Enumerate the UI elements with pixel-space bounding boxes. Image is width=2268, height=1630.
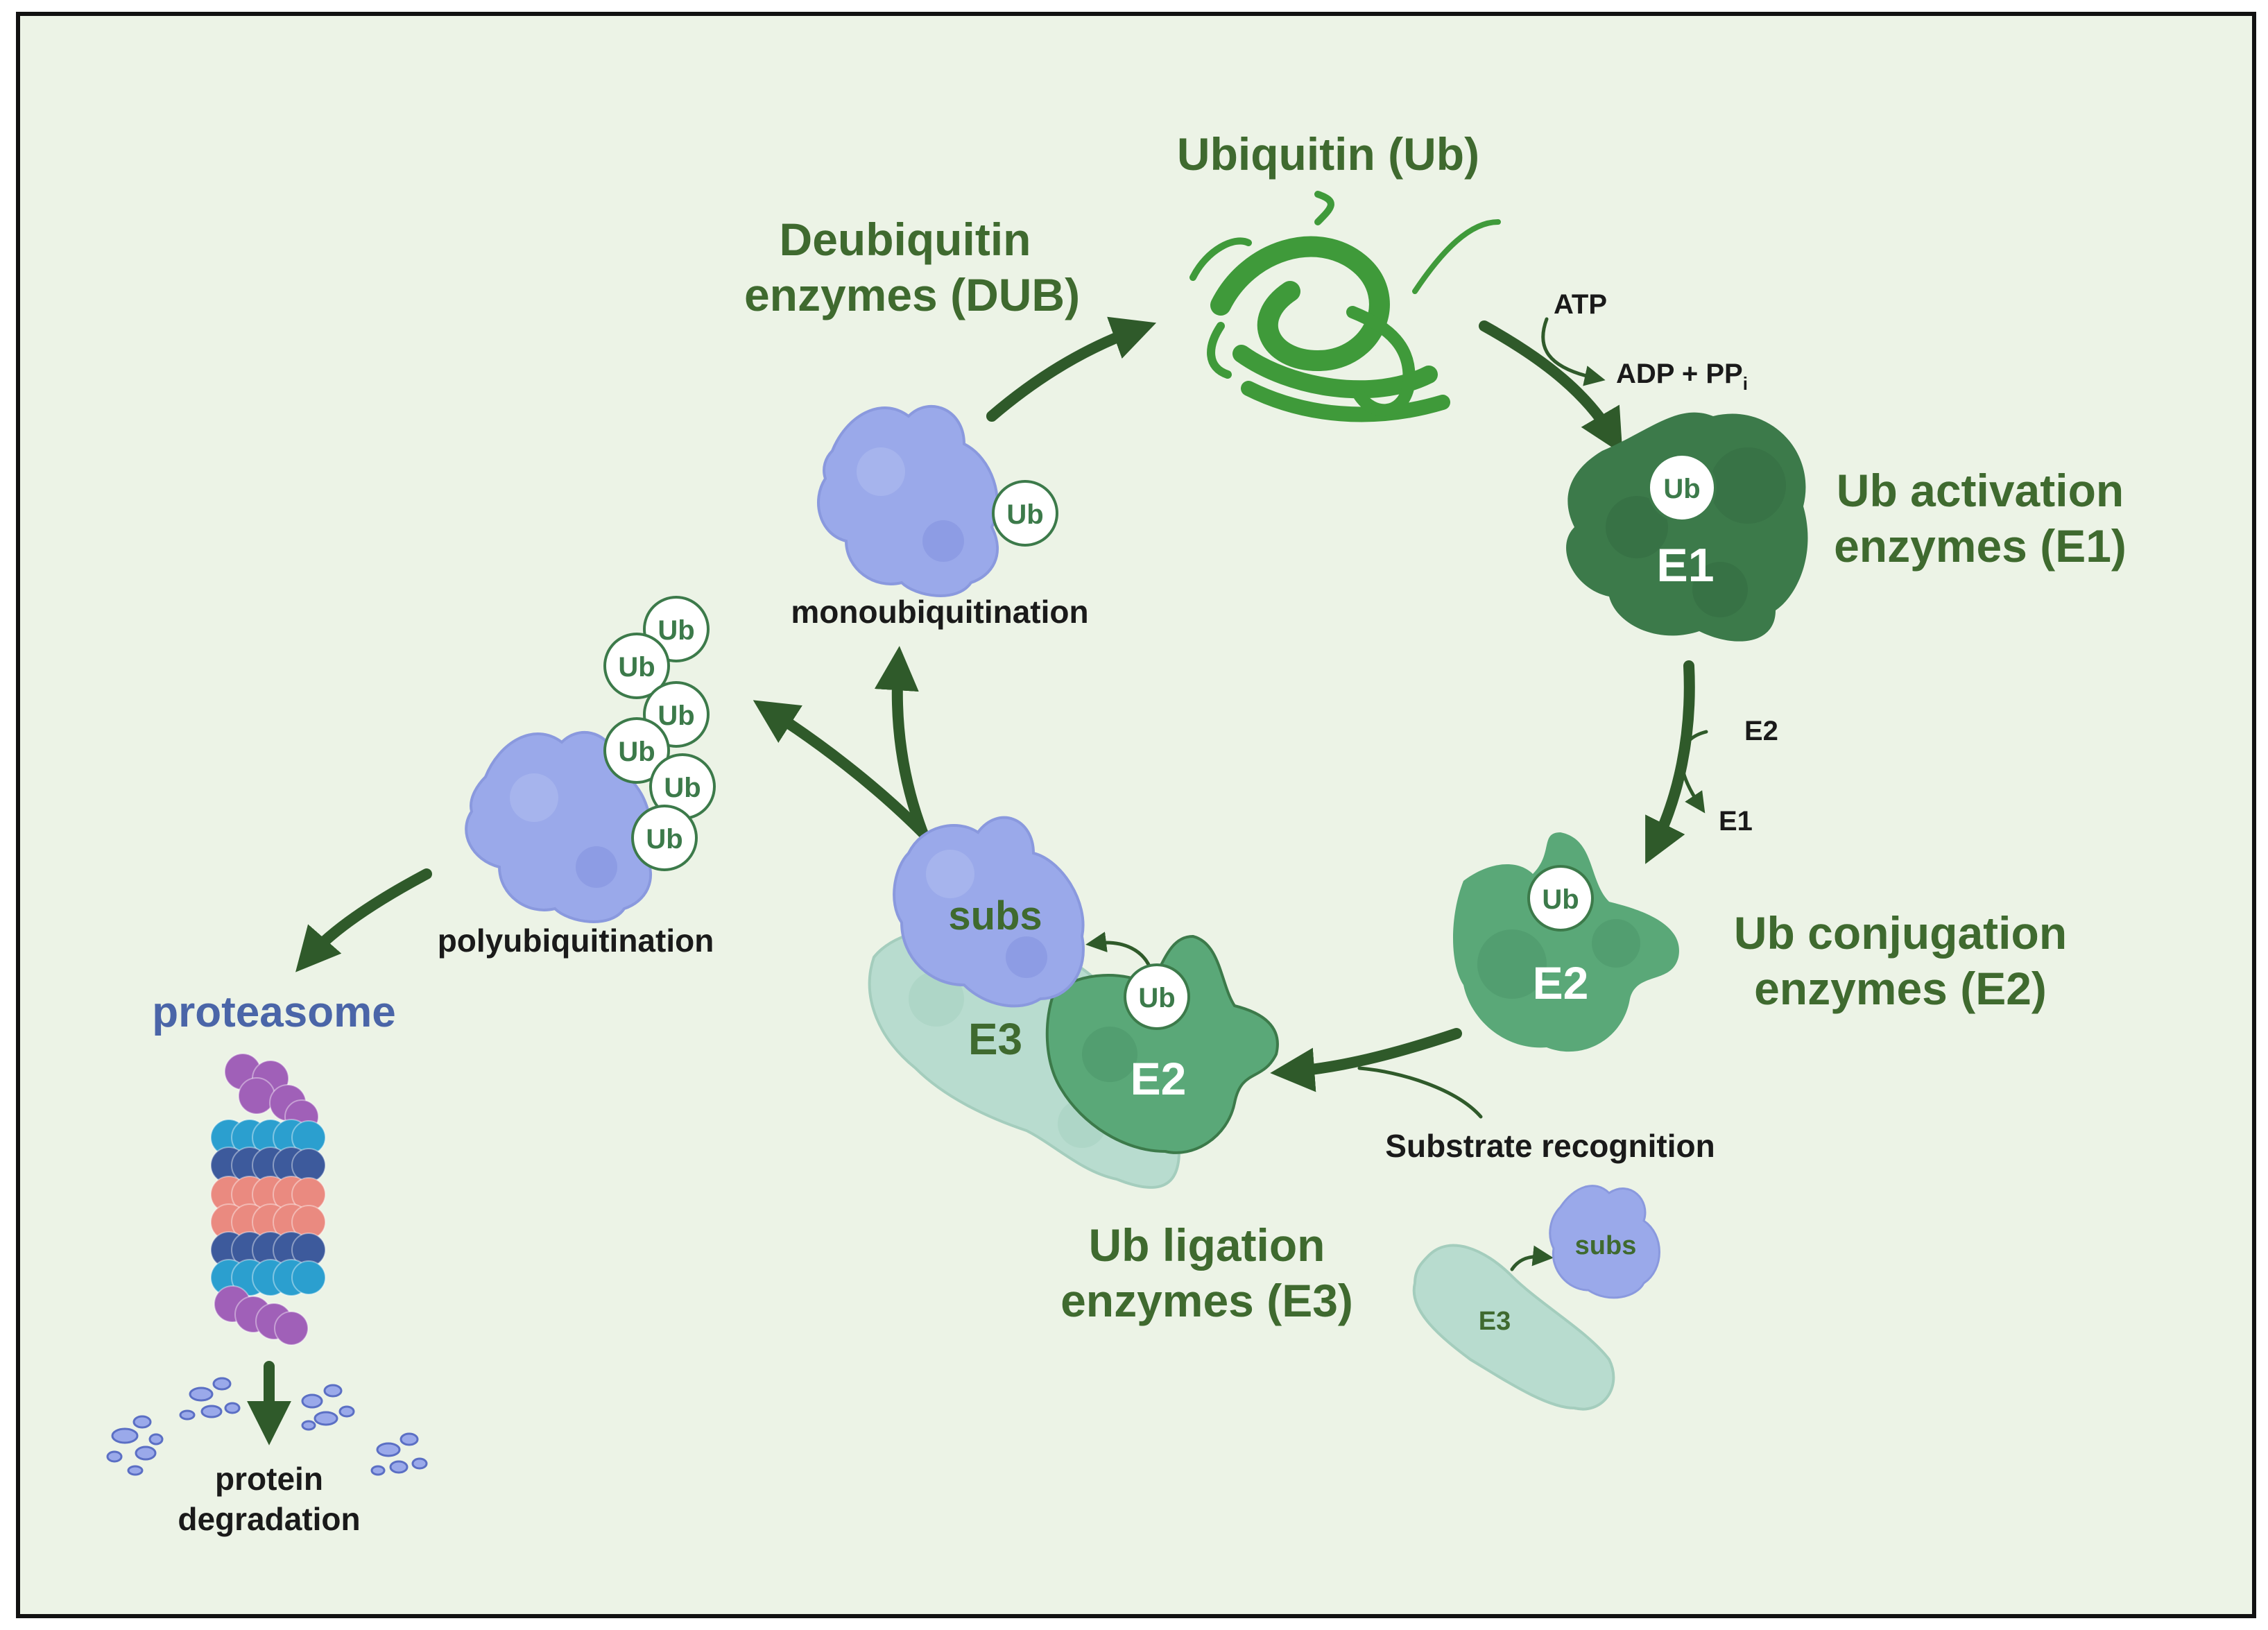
title-proteasome: proteasome xyxy=(152,988,395,1036)
arrow-e2-to-e3 xyxy=(1270,1028,1462,1092)
arrow-dub-to-ub xyxy=(986,316,1157,422)
e2-label-complex: E2 xyxy=(1131,1053,1187,1104)
label-e1-out: E1 xyxy=(1719,806,1753,837)
substrate-poly xyxy=(465,730,653,923)
label-e2-in: E2 xyxy=(1744,716,1778,746)
substrate-mono xyxy=(817,404,999,597)
ub-circle-complex xyxy=(1124,963,1190,1030)
background-panel xyxy=(16,12,2256,1618)
e3-label: E3 xyxy=(968,1014,1022,1064)
e2-label-right: E2 xyxy=(1533,957,1589,1009)
ubiquitin-structure xyxy=(1189,191,1501,422)
label-substrate-recognition: Substrate recognition xyxy=(1385,1128,1715,1164)
label-atp: ATP xyxy=(1554,289,1607,320)
ub-circle-e1 xyxy=(1647,453,1717,522)
substrate-recognition-arrow xyxy=(1357,1066,1483,1119)
ub-label-e2: Ub xyxy=(1542,884,1579,915)
arrow-e3-to-poly xyxy=(753,700,928,838)
cycle-arrows xyxy=(247,316,1695,1445)
ub-circle-poly-6 xyxy=(631,805,698,871)
e3-label-small: E3 xyxy=(1479,1307,1511,1336)
label-polyubiquitination: polyubiquitination xyxy=(438,923,714,959)
substrate-in-complex xyxy=(893,816,1085,1008)
label-degradation-line1: protein xyxy=(215,1461,323,1497)
e2-e1-arrow xyxy=(1680,730,1708,814)
title-dub-line1: Deubiquitin xyxy=(780,214,1031,265)
label-monoubiquitination: monoubiquitination xyxy=(791,594,1088,630)
e1-label: E1 xyxy=(1656,539,1714,592)
ub-circle-poly-4 xyxy=(603,717,670,784)
ub-label-mono: Ub xyxy=(1006,499,1043,530)
ub-label-e1: Ub xyxy=(1663,474,1700,504)
ub-label-poly-6: Ub xyxy=(646,824,682,855)
arrow-poly-to-proteasome xyxy=(295,868,432,972)
ub-label-complex: Ub xyxy=(1138,983,1175,1013)
e3-enzyme-small xyxy=(1412,1244,1615,1411)
ub-circle-e2 xyxy=(1527,865,1594,932)
title-e1-line1: Ub activation xyxy=(1837,465,2124,516)
title-dub-line2: enzymes (DUB) xyxy=(744,269,1080,320)
ub-label-poly-2: Ub xyxy=(618,652,655,683)
e2-enzyme xyxy=(1453,832,1679,1052)
arrow-e3-to-mono xyxy=(874,646,928,838)
ub-circle-poly-2 xyxy=(603,633,670,699)
title-e3-line2: enzymes (E3) xyxy=(1060,1275,1353,1326)
ub-label-poly-5: Ub xyxy=(664,773,701,803)
ub-label-poly-3: Ub xyxy=(658,701,694,731)
ub-label-poly-1: Ub xyxy=(658,615,694,646)
protein-fragments xyxy=(106,1377,428,1476)
subs-label-small: subs xyxy=(1575,1231,1637,1260)
title-e2-line1: Ub conjugation xyxy=(1734,907,2067,959)
ub-circle-mono xyxy=(992,480,1058,547)
proteasome-structure xyxy=(210,1053,326,1346)
ub-label-poly-4: Ub xyxy=(618,737,655,767)
atp-arrow xyxy=(1541,317,1606,386)
substrate-small xyxy=(1549,1185,1660,1299)
title-e3-line1: Ub ligation xyxy=(1089,1219,1325,1271)
label-adp-subscript: i xyxy=(1743,373,1748,394)
e1-enzyme xyxy=(1566,412,1808,642)
label-degradation-line2: degradation xyxy=(178,1501,360,1537)
title-ubiquitin: Ubiquitin (Ub) xyxy=(1177,128,1479,180)
title-e1-line2: enzymes (E1) xyxy=(1834,520,2127,572)
subs-label-complex: subs xyxy=(948,893,1042,938)
label-adp: ADP + PPi xyxy=(1616,359,1748,394)
e2-enzyme-complex xyxy=(1045,934,1279,1154)
side-arrows xyxy=(1085,317,1708,1271)
arrow-ub-to-e1 xyxy=(1479,320,1623,454)
title-e2-line2: enzymes (E2) xyxy=(1754,963,2047,1014)
small-e3-subs-arrow xyxy=(1510,1245,1554,1271)
